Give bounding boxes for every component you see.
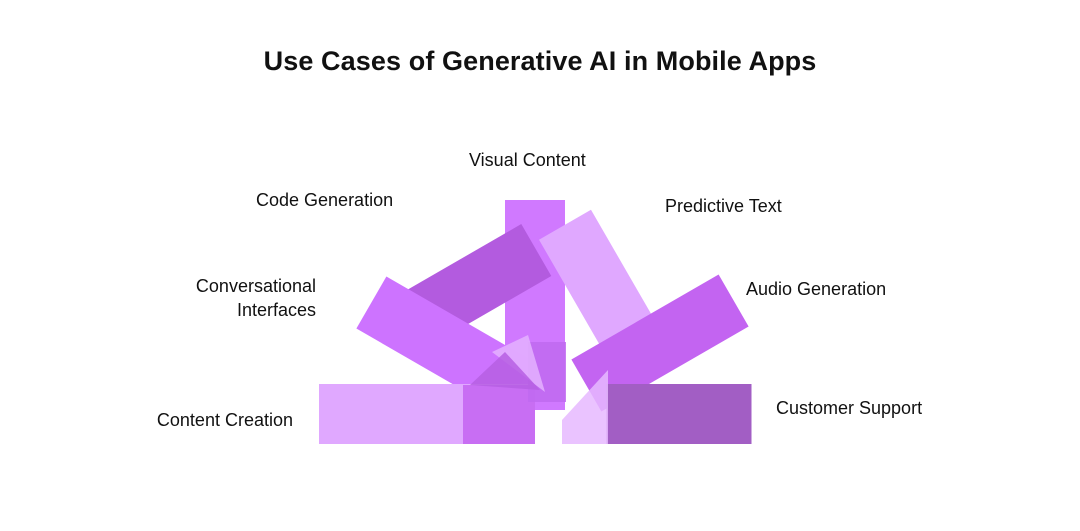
label-conversational-interfaces: Conversational Interfaces <box>195 276 316 320</box>
overlap-hub-left <box>492 335 545 392</box>
label-code-generation: Code Generation <box>256 190 394 210</box>
label-audio-generation: Audio Generation <box>746 279 887 299</box>
blade-audio-generation <box>571 274 749 412</box>
overlap-visual-content <box>528 342 566 402</box>
label-content-creation: Content Creation <box>156 410 293 430</box>
overlap-customer-support <box>562 370 608 444</box>
label-predictive-text: Predictive Text <box>665 196 782 216</box>
page-title: Use Cases of Generative AI in Mobile App… <box>263 46 817 76</box>
overlap-hub-center <box>470 352 540 390</box>
label-customer-support: Customer Support <box>776 398 923 418</box>
label-visual-content: Visual Content <box>469 150 586 170</box>
blade-customer-support <box>606 384 752 444</box>
overlap-content-creation <box>463 385 535 444</box>
